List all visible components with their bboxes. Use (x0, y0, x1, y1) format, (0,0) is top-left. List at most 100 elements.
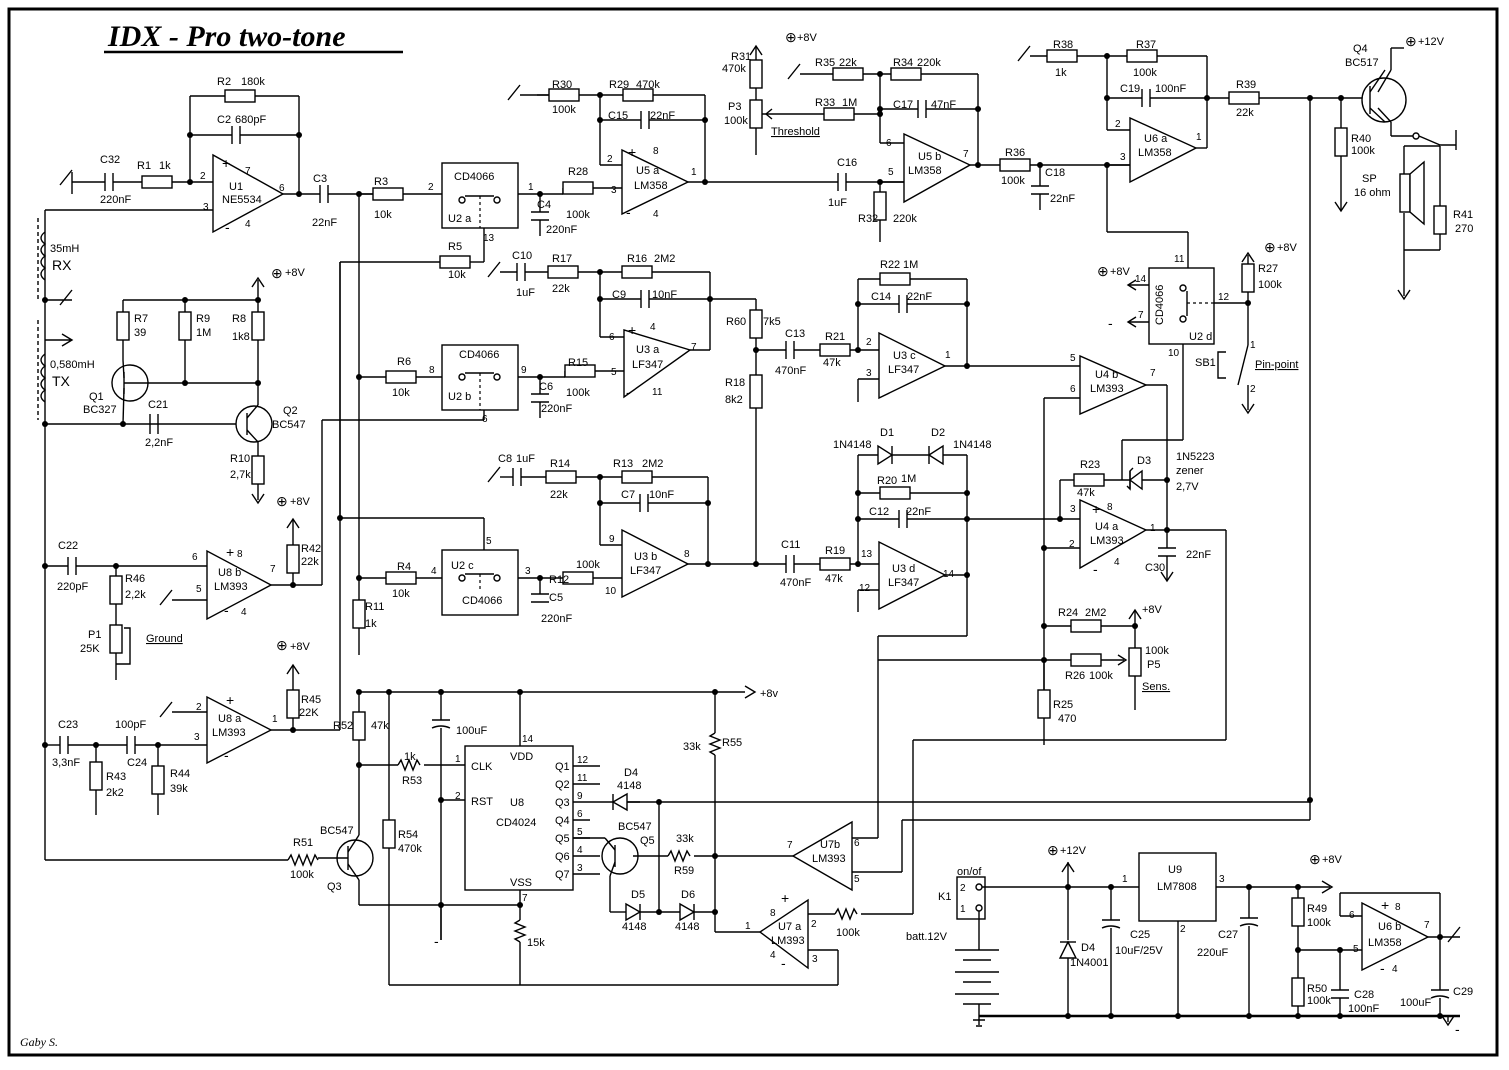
svg-text:LM358: LM358 (1138, 147, 1172, 159)
svg-text:C9: C9 (612, 289, 626, 301)
svg-text:P1: P1 (88, 629, 101, 641)
svg-text:35mH: 35mH (50, 243, 79, 255)
svg-text:C5: C5 (549, 592, 563, 604)
svg-text:470k: 470k (636, 79, 660, 91)
svg-text:BC517: BC517 (1345, 57, 1379, 69)
svg-text:1k8: 1k8 (232, 331, 250, 343)
svg-text:4148: 4148 (675, 921, 699, 933)
svg-text:C17: C17 (893, 99, 913, 111)
svg-text:14: 14 (1135, 274, 1147, 285)
u1-ref: U1 (229, 181, 243, 193)
svg-text:-: - (1093, 561, 1098, 577)
svg-text:22nF: 22nF (1050, 193, 1075, 205)
svg-text:220nF: 220nF (546, 224, 577, 236)
svg-text:8: 8 (770, 908, 776, 919)
svg-text:22k: 22k (301, 556, 319, 568)
svg-text:2: 2 (196, 702, 202, 713)
svg-text:8: 8 (237, 549, 243, 560)
svg-text:Q5: Q5 (640, 835, 655, 847)
svg-text:R30: R30 (552, 79, 572, 91)
svg-text:220nF: 220nF (100, 194, 131, 206)
svg-text:180k: 180k (241, 76, 265, 88)
svg-text:2: 2 (811, 919, 817, 930)
svg-text:22nF: 22nF (907, 291, 932, 303)
svg-text:-: - (224, 602, 229, 618)
svg-text:+8V: +8V (285, 267, 306, 279)
svg-text:10nF: 10nF (652, 289, 677, 301)
svg-text:⊕: ⊕ (276, 493, 288, 509)
svg-text:12: 12 (1218, 292, 1230, 303)
svg-text:2,7k: 2,7k (230, 469, 251, 481)
svg-text:-: - (1108, 315, 1113, 331)
svg-text:100nF: 100nF (1348, 1003, 1379, 1015)
svg-text:CD4024: CD4024 (496, 817, 536, 829)
svg-text:3: 3 (1219, 874, 1225, 885)
svg-text:U4 b: U4 b (1095, 369, 1118, 381)
svg-text:C29: C29 (1453, 986, 1473, 998)
svg-text:C25: C25 (1130, 929, 1150, 941)
svg-text:12: 12 (577, 755, 589, 766)
svg-text:2: 2 (960, 883, 966, 894)
svg-text:U3 d: U3 d (892, 563, 915, 575)
svg-text:7: 7 (245, 166, 251, 177)
svg-text:LF347: LF347 (630, 565, 661, 577)
svg-text:R20: R20 (877, 475, 897, 487)
svg-text:5: 5 (1070, 353, 1076, 364)
svg-text:10: 10 (605, 586, 617, 597)
svg-text:R59: R59 (674, 865, 694, 877)
svg-text:SP: SP (1362, 173, 1377, 185)
svg-text:D2: D2 (931, 427, 945, 439)
svg-text:R29: R29 (609, 79, 629, 91)
svg-text:11: 11 (1174, 254, 1185, 265)
svg-text:1uF: 1uF (516, 453, 535, 465)
svg-text:100k: 100k (836, 927, 860, 939)
svg-text:8k2: 8k2 (725, 394, 743, 406)
svg-text:1N4148: 1N4148 (833, 439, 872, 451)
svg-text:R21: R21 (825, 331, 845, 343)
svg-text:1M: 1M (901, 473, 916, 485)
svg-text:LM7808: LM7808 (1157, 881, 1197, 893)
svg-text:R3: R3 (374, 176, 388, 188)
svg-text:3: 3 (203, 202, 209, 213)
svg-text:+: + (1381, 897, 1389, 913)
svg-text:C3: C3 (313, 173, 327, 185)
svg-text:+8V: +8V (1277, 242, 1298, 254)
svg-text:R40: R40 (1351, 133, 1371, 145)
svg-text:R8: R8 (232, 313, 246, 325)
svg-text:6: 6 (192, 552, 198, 563)
svg-text:10nF: 10nF (649, 489, 674, 501)
svg-text:LM393: LM393 (212, 727, 246, 739)
svg-text:U2 a: U2 a (448, 213, 472, 225)
svg-text:100k: 100k (1089, 670, 1113, 682)
svg-text:13: 13 (861, 549, 873, 560)
svg-text:100k: 100k (566, 387, 590, 399)
svg-text:LM393: LM393 (1090, 535, 1124, 547)
svg-text:4: 4 (653, 209, 659, 220)
svg-text:1: 1 (1196, 132, 1202, 143)
svg-text:C28: C28 (1354, 989, 1374, 1001)
svg-text:R22: R22 (880, 259, 900, 271)
svg-text:BC547: BC547 (272, 419, 306, 431)
svg-text:R4: R4 (397, 561, 411, 573)
svg-text:R26: R26 (1065, 670, 1085, 682)
svg-text:4: 4 (650, 322, 656, 333)
svg-text:-: - (626, 204, 631, 220)
svg-text:C19: C19 (1120, 83, 1140, 95)
svg-text:100k: 100k (1133, 67, 1157, 79)
svg-text:10k: 10k (448, 269, 466, 281)
svg-text:TX: TX (52, 373, 71, 389)
svg-text:6: 6 (886, 138, 892, 149)
svg-text:22nF: 22nF (312, 217, 337, 229)
svg-text:2: 2 (1180, 924, 1186, 935)
svg-text:C10: C10 (512, 250, 532, 262)
svg-text:-: - (1455, 1021, 1460, 1037)
svg-text:3,3nF: 3,3nF (52, 757, 80, 769)
svg-text:zener: zener (1176, 465, 1204, 477)
svg-text:BC547: BC547 (618, 821, 652, 833)
svg-text:R18: R18 (725, 377, 745, 389)
svg-text:220k: 220k (917, 57, 941, 69)
svg-text:22K: 22K (299, 707, 319, 719)
svg-text:6: 6 (279, 183, 285, 194)
